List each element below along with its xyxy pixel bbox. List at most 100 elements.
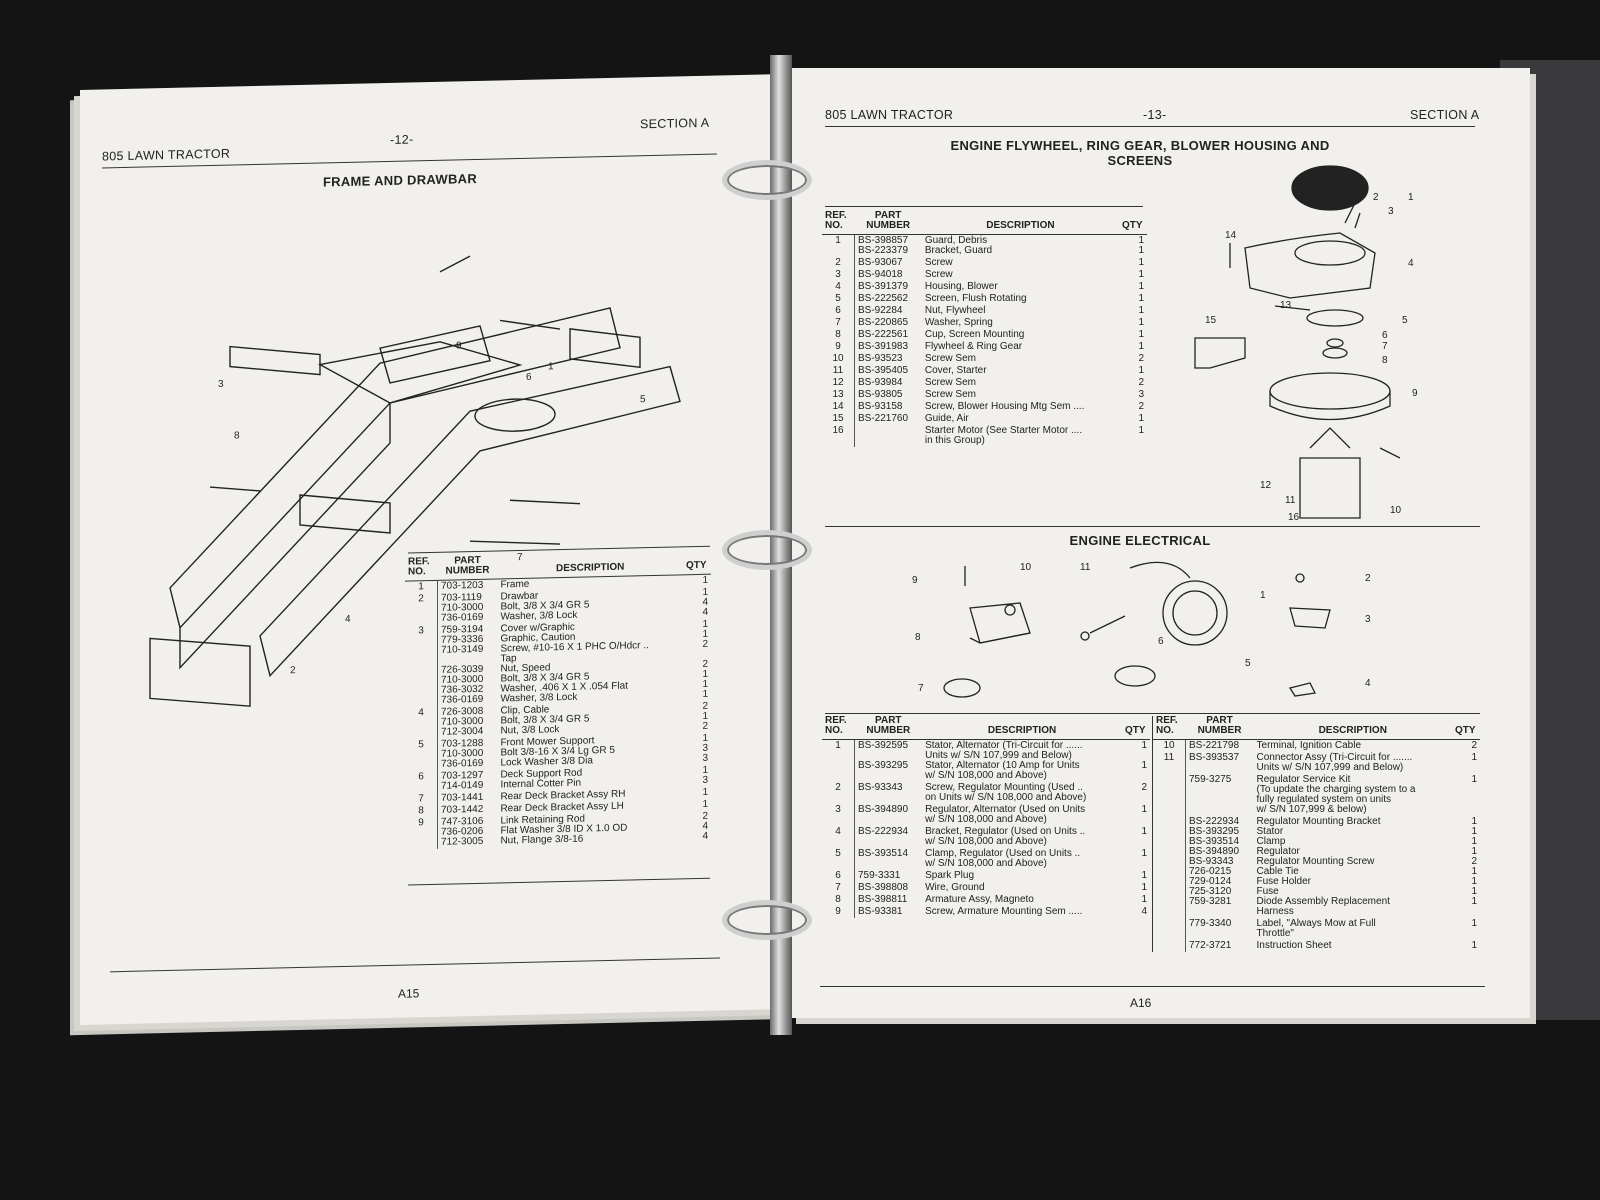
- col-part: PART NUMBER: [437, 555, 498, 581]
- cell-ref: 4: [835, 826, 841, 837]
- cell-ref: 2: [835, 257, 841, 268]
- cell-ref: 2: [418, 593, 424, 605]
- cell-qty: 1: [1471, 752, 1477, 763]
- cell-part: BS-391983: [853, 341, 922, 353]
- cell-desc: Screw, Regulator Mounting (Used .. on Un…: [925, 782, 1087, 803]
- cell-ref: 8: [418, 805, 424, 817]
- cell-ref: 1: [835, 740, 841, 751]
- cell-desc: Cover, Starter: [924, 365, 987, 376]
- cell-ref: 6: [418, 771, 424, 783]
- cell-desc: Front Mower Support Bolt 3/8-16 X 3/4 Lg…: [500, 735, 615, 769]
- flywheel-section-title: ENGINE FLYWHEEL, RING GEAR, BLOWER HOUSI…: [950, 138, 1330, 168]
- cell-ref: 9: [418, 817, 424, 829]
- cell-desc: Stator, Alternator (Tri-Circuit for ....…: [925, 740, 1083, 781]
- col-desc: DESCRIPTION: [921, 211, 1119, 235]
- col-ref: REF. NO.: [822, 211, 855, 235]
- cell-part: BS-93067: [853, 257, 922, 269]
- cell-qty: 1: [702, 786, 708, 798]
- cell-part: BS-93805: [853, 389, 922, 401]
- cell-desc: Connector Assy (Tri-Circuit for ....... …: [1256, 752, 1413, 773]
- cell-desc: Screw, Armature Mounting Sem .....: [925, 906, 1083, 917]
- cell-qty: 1: [1138, 329, 1144, 340]
- fly-callout-8: 8: [1382, 355, 1388, 366]
- callout-8: 8: [234, 430, 240, 441]
- cell-part: 703-1297 714-0149: [437, 769, 498, 793]
- fly-callout-9: 9: [1412, 388, 1418, 399]
- callout-9: 9: [456, 340, 462, 351]
- cell-ref: 10: [1163, 740, 1175, 751]
- elec-callout-5: 5: [1245, 658, 1251, 669]
- fly-callout-15: 15: [1205, 315, 1217, 326]
- cell-ref: [1153, 816, 1186, 918]
- right-header-model: 805 LAWN TRACTOR: [825, 108, 954, 122]
- cell-part: 703-1119 710-3000 736-0169: [437, 591, 498, 625]
- binder-ring-bottom: [722, 900, 812, 940]
- fly-callout-1: 1: [1408, 192, 1414, 203]
- cell-ref: 5: [835, 293, 841, 304]
- cell-qty: 4: [1141, 906, 1147, 917]
- cell-ref: 3: [835, 804, 841, 815]
- binder-ring-middle: [722, 530, 812, 570]
- cell-part: [853, 425, 922, 447]
- left-footer-rule: [110, 957, 720, 973]
- cell-ref: 3: [835, 269, 841, 280]
- cell-part: BS-393537: [1184, 752, 1254, 774]
- cell-part: BS-392595 BS-393295: [854, 739, 923, 782]
- cell-desc: Screw Sem: [924, 377, 976, 388]
- elec-callout-7: 7: [918, 683, 924, 694]
- cell-ref: 5: [835, 848, 841, 859]
- frame-drawbar-illustration: 1 2 3 4 5 6 7 8 9: [149, 255, 681, 707]
- callout-1: 1: [548, 361, 554, 372]
- cell-part: BS-398808: [854, 882, 923, 894]
- cell-qty: 1: [1138, 341, 1144, 352]
- cell-part: BS-94018: [853, 269, 922, 281]
- cell-ref: 4: [835, 281, 841, 292]
- cell-ref: [1153, 918, 1186, 940]
- elec-callout-10: 10: [1020, 562, 1032, 573]
- cell-qty: 1: [1141, 848, 1147, 859]
- cell-part: BS-222934: [854, 826, 923, 848]
- fly-callout-5: 5: [1402, 315, 1408, 326]
- cell-ref: 4: [418, 707, 424, 719]
- electrical-section-title: ENGINE ELECTRICAL: [1069, 533, 1211, 548]
- cell-qty: 1: [1138, 413, 1144, 424]
- cell-ref: 2: [835, 782, 841, 793]
- cell-desc: Guard, Debris Bracket, Guard: [924, 235, 993, 256]
- elec-callout-11: 11: [1080, 562, 1091, 573]
- cell-ref: 10: [832, 353, 844, 364]
- cell-part: BS-92284: [853, 305, 922, 317]
- cell-qty: 1 1 1 1 2 1 1 1 1: [1471, 816, 1477, 907]
- cell-qty: 2: [1471, 740, 1477, 751]
- fly-callout-7: 7: [1382, 341, 1388, 352]
- cell-ref: 8: [835, 329, 841, 340]
- cell-part: BS-398857 BS-223379: [853, 234, 922, 257]
- callout-2: 2: [290, 665, 296, 676]
- elec-callout-2: 2: [1365, 573, 1371, 584]
- cell-part: BS-221760: [853, 413, 922, 425]
- cell-ref: 7: [835, 317, 841, 328]
- fly-callout-12: 12: [1260, 480, 1272, 491]
- cell-desc: Wire, Ground: [925, 882, 985, 893]
- cell-desc: Flywheel & Ring Gear: [924, 341, 1023, 352]
- binder-ring-top: [722, 160, 812, 200]
- callout-6: 6: [526, 372, 532, 383]
- cell-qty: 3: [1138, 389, 1144, 400]
- cell-part: BS-393514: [854, 848, 923, 870]
- cell-qty: 1: [1138, 365, 1144, 376]
- cell-desc: Instruction Sheet: [1256, 940, 1332, 951]
- cell-qty: 1: [1138, 317, 1144, 328]
- fly-callout-4: 4: [1408, 258, 1414, 269]
